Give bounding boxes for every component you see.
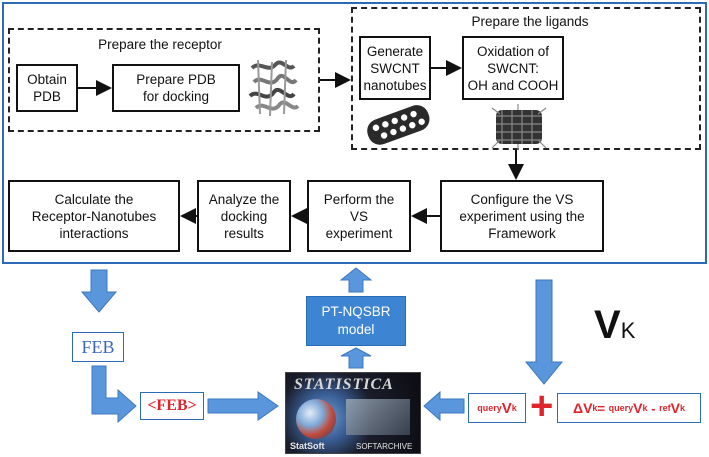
- delta-query-k: k: [642, 403, 648, 413]
- arrow-statistica-to-model: [340, 347, 372, 369]
- ligands-group-title: Prepare the ligands: [471, 14, 589, 29]
- statistica-brand: StatSoft: [290, 441, 325, 451]
- delta-query-prefix: query: [608, 403, 634, 413]
- delta-k: k: [592, 403, 598, 413]
- delta-eq: =: [597, 400, 609, 416]
- globe-icon: [296, 399, 336, 439]
- delta-minus: -: [647, 400, 660, 416]
- receptor-structure-icon: [248, 59, 300, 117]
- vk-letter: V: [594, 303, 621, 347]
- delta-ref-prefix: ref: [659, 403, 671, 413]
- delta-query-v: V: [633, 400, 643, 416]
- screen-panel: [346, 399, 410, 435]
- delta-v: ΔV: [573, 400, 593, 416]
- oxidized-nanotube-icon: [491, 104, 547, 150]
- pt-nqsbr-model-box: PT-NQSBR model: [306, 296, 406, 346]
- vk-label: VK: [594, 303, 635, 348]
- query-k: k: [511, 403, 517, 413]
- analyze-docking-box: Analyze the docking results: [197, 180, 291, 252]
- plus-sign: +: [530, 384, 554, 428]
- nanotube-icon: [367, 105, 430, 145]
- oxidation-swcnt-box: Oxidation of SWCNT: OH and COOH: [462, 36, 564, 100]
- configure-vs-box: Configure the VS experiment using the Fr…: [440, 180, 604, 252]
- generate-swcnt-box: Generate SWCNT nanotubes: [359, 36, 431, 100]
- statistica-archive: SOFTARCHIVE: [356, 442, 413, 451]
- arrow-vk-to-statistica: [423, 390, 465, 422]
- feb-average-box: <FEB>: [140, 392, 204, 420]
- vk-subscript: K: [620, 318, 636, 343]
- delta-ref-k: k: [679, 403, 685, 413]
- arrow-average-to-statistica: [207, 391, 279, 421]
- ligands-group: [351, 7, 701, 150]
- perform-vs-box: Perform the VS experiment: [307, 180, 411, 252]
- delta-ref-v: V: [670, 400, 680, 416]
- statistica-title: STATISTICA: [294, 376, 394, 393]
- obtain-pdb-box: Obtain PDB: [16, 64, 78, 112]
- receptor-group-title: Prepare the receptor: [98, 37, 222, 52]
- feb-box: FEB: [72, 332, 124, 362]
- arrow-frame-to-feb: [80, 269, 118, 313]
- prepare-pdb-box: Prepare PDB for docking: [112, 64, 240, 112]
- arrow-feb-to-average: [91, 365, 137, 424]
- calculate-interactions-box: Calculate the Receptor-Nanotubes interac…: [8, 180, 180, 252]
- query-prefix: query: [477, 403, 502, 413]
- arrow-frame-to-vk: [524, 279, 564, 385]
- workflow-frame: [2, 2, 707, 264]
- receptor-group: [8, 28, 320, 132]
- query-v: V: [501, 399, 512, 417]
- arrow-model-to-frame: [339, 267, 373, 293]
- statistica-software-image: STATISTICA StatSoft SOFTARCHIVE: [285, 372, 421, 454]
